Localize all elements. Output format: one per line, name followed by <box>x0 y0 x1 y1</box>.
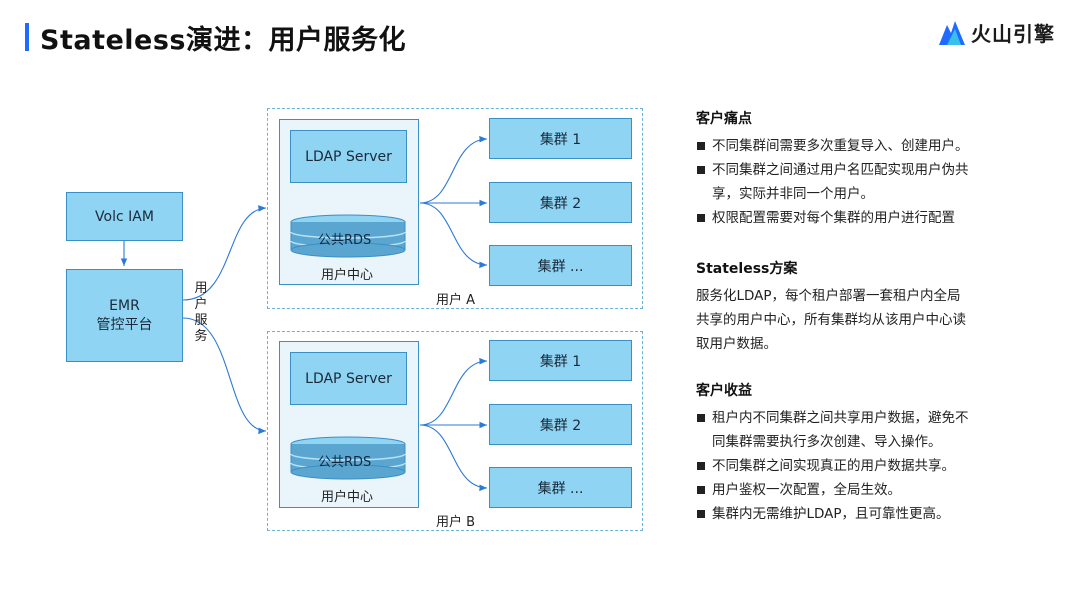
user-service-char: 服 <box>194 313 208 328</box>
cluster-label: 集群 1 <box>539 353 582 370</box>
user-service-label: 用 户 服 务 <box>193 281 209 345</box>
page-title: Stateless演进：用户服务化 <box>40 25 406 56</box>
bullet-item: 不同集群之间实现真正的用户数据共享。 <box>696 454 976 478</box>
tenant-a-label: 用户 A <box>436 293 476 308</box>
solution-text: 服务化LDAP，每个租户部署一套租户内全局共享的用户中心，所有集群均从该用户中心… <box>696 288 966 352</box>
emr-label: EMR <box>109 297 140 314</box>
cluster-box: 集群 1 <box>489 340 632 381</box>
volc-iam-box: Volc IAM <box>66 192 183 241</box>
tenant-a-container <box>267 108 643 309</box>
cluster-label: 集群 ... <box>537 258 584 275</box>
rds-database-icon <box>290 214 406 258</box>
bullet-item: 用户鉴权一次配置，全局生效。 <box>696 478 976 502</box>
cluster-box: 集群 ... <box>489 245 632 286</box>
solution-section: Stateless方案 服务化LDAP，每个租户部署一套租户内全局共享的用户中心… <box>696 258 968 356</box>
cluster-label: 集群 1 <box>539 131 582 148</box>
user-center-label: 用户中心 <box>321 268 374 283</box>
cluster-box: 集群 ... <box>489 467 632 508</box>
emr-subtitle: 管控平台 <box>96 316 153 333</box>
rds-database-icon <box>290 436 406 480</box>
title-accent-bar <box>25 23 29 51</box>
volc-iam-label: Volc IAM <box>95 208 154 225</box>
brand-logo: 火山引擎 <box>937 18 1055 47</box>
tenant-b-label: 用户 B <box>436 515 476 530</box>
ldap-server-b: LDAP Server <box>290 352 407 405</box>
bullet-item: 不同集群之间通过用户名匹配实现用户伪共享，实际并非同一个用户。 <box>696 158 982 206</box>
logo-text: 火山引擎 <box>971 22 1055 46</box>
tenant-b-container <box>267 331 643 531</box>
cluster-label: 集群 2 <box>539 195 582 212</box>
cluster-box: 集群 2 <box>489 182 632 223</box>
cluster-label: 集群 ... <box>537 480 584 497</box>
pain-points-title: 客户痛点 <box>696 111 752 127</box>
solution-title: Stateless方案 <box>696 261 798 277</box>
ldap-label: LDAP Server <box>305 370 392 387</box>
bullet-item: 不同集群间需要多次重复导入、创建用户。 <box>696 134 1066 158</box>
rds-label: 公共RDS <box>318 455 372 470</box>
cluster-label: 集群 2 <box>539 417 582 434</box>
emr-control-box: EMR 管控平台 <box>66 269 183 362</box>
bullet-item: 租户内不同集群之间共享用户数据，避免不同集群需要执行多次创建、导入操作。 <box>696 406 974 454</box>
bullet-item: 集群内无需维护LDAP，且可靠性更高。 <box>696 502 976 526</box>
benefits-title: 客户收益 <box>696 383 752 399</box>
benefits-section: 客户收益 租户内不同集群之间共享用户数据，避免不同集群需要执行多次创建、导入操作… <box>696 380 976 526</box>
bullet-item: 权限配置需要对每个集群的用户进行配置 <box>696 206 1066 230</box>
user-service-char: 户 <box>194 297 208 312</box>
cluster-box: 集群 2 <box>489 404 632 445</box>
user-service-char: 用 <box>194 281 208 296</box>
user-service-char: 务 <box>194 329 208 344</box>
volcano-logo-icon <box>939 20 965 45</box>
rds-label: 公共RDS <box>318 233 372 248</box>
ldap-label: LDAP Server <box>305 148 392 165</box>
pain-points-section: 客户痛点 不同集群间需要多次重复导入、创建用户。 不同集群之间通过用户名匹配实现… <box>696 108 1066 230</box>
ldap-server-a: LDAP Server <box>290 130 407 183</box>
user-center-label: 用户中心 <box>321 490 374 505</box>
cluster-box: 集群 1 <box>489 118 632 159</box>
